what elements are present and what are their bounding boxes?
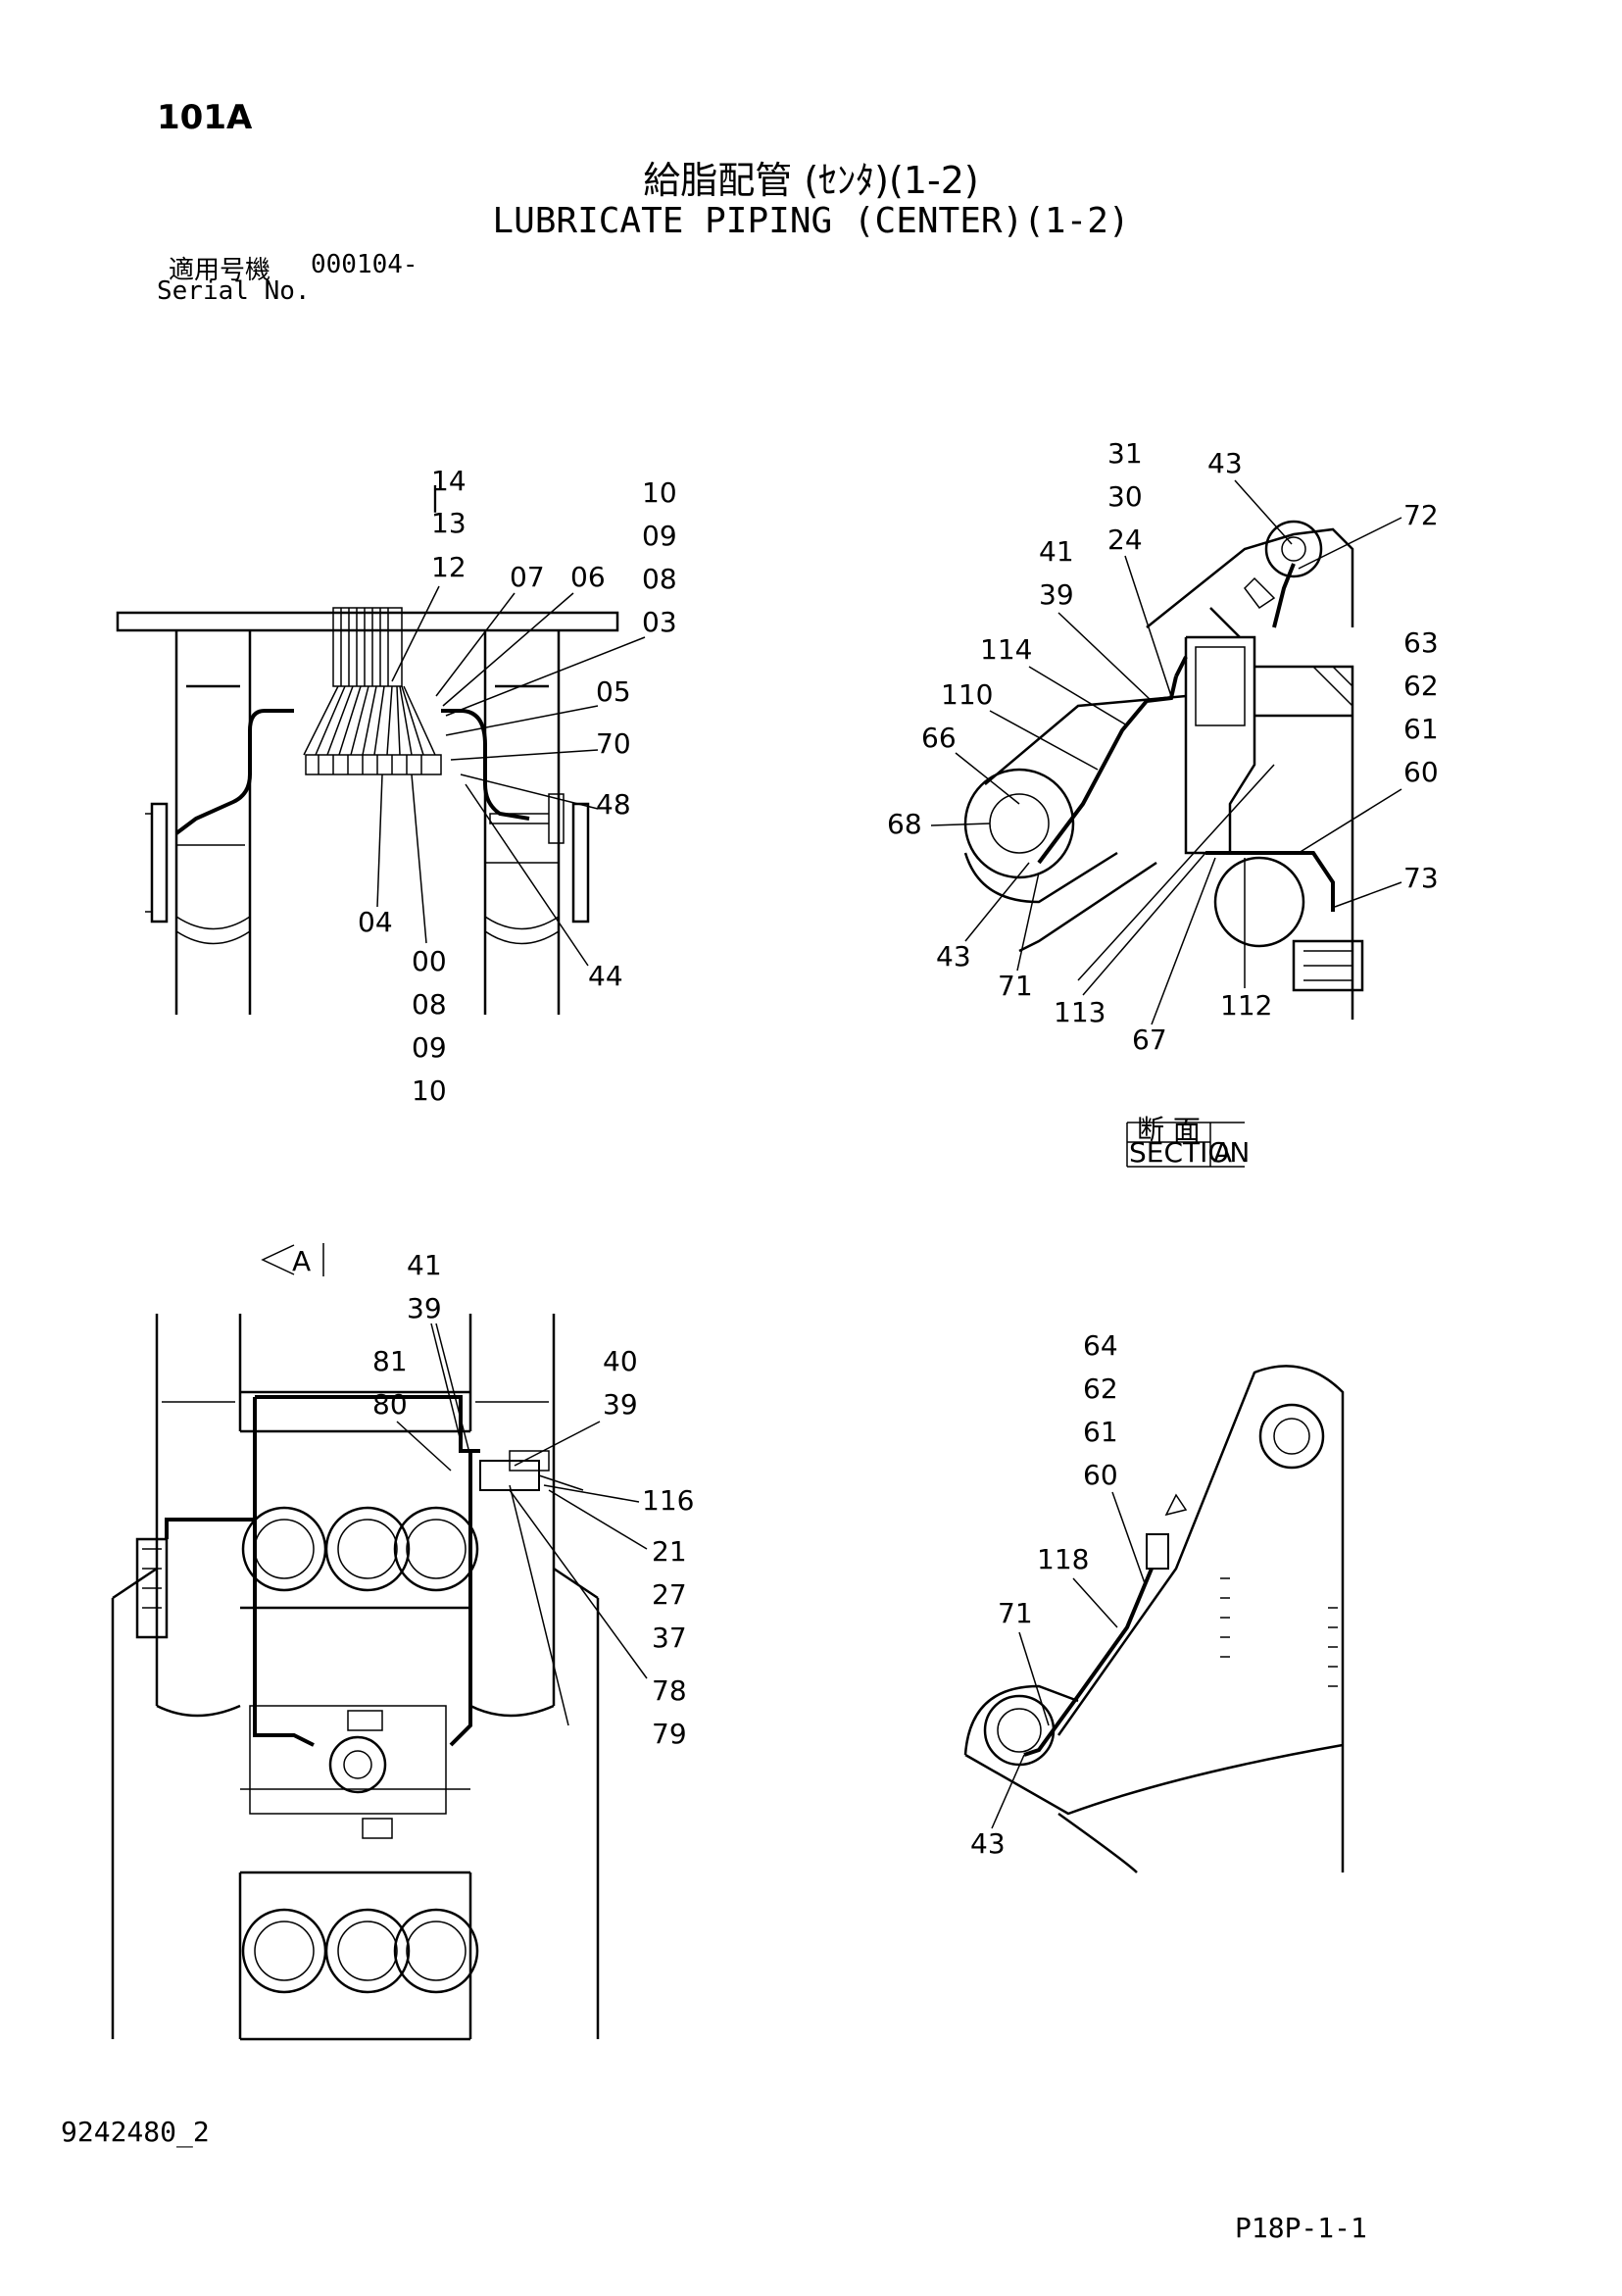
document-number: 9242480_2 [61, 2116, 210, 2148]
callout: 71 [998, 1597, 1033, 1629]
callout: 81 [372, 1345, 408, 1377]
callout: 62 [1083, 1373, 1118, 1405]
callout: 80 [372, 1388, 408, 1421]
callout: 13 [431, 507, 467, 539]
callout: 68 [887, 808, 922, 840]
callout: 61 [1083, 1416, 1118, 1448]
callout: 39 [1039, 578, 1074, 611]
callout: 43 [970, 1827, 1006, 1860]
callout: 118 [1037, 1543, 1089, 1575]
callout: 07 [510, 561, 545, 593]
callout: 03 [642, 606, 677, 638]
svg-text:|: | [430, 480, 439, 513]
view-4-side-view [963, 1365, 1345, 1873]
callout: 61 [1403, 713, 1439, 745]
callout: 30 [1107, 480, 1143, 513]
callout: 39 [407, 1292, 442, 1324]
callout: 04 [358, 906, 393, 938]
callout: 40 [603, 1345, 638, 1377]
view-2-side-view [963, 520, 1364, 1020]
callout: 00 [412, 945, 447, 977]
callout: 79 [652, 1718, 687, 1750]
section-jp: 断 面 [1137, 1114, 1201, 1146]
callout: 41 [407, 1249, 442, 1281]
callout: 08 [642, 563, 677, 595]
title-english: LUBRICATE PIPING (CENTER)(1-2) [492, 201, 1130, 241]
callout: 10 [412, 1074, 447, 1107]
callout: 62 [1403, 670, 1439, 702]
callout: 116 [642, 1484, 694, 1517]
callout: 37 [652, 1622, 687, 1654]
callout: 114 [980, 633, 1032, 666]
serial-value: 000104- [311, 250, 418, 279]
page-reference: P18P-1-1 [1235, 2212, 1367, 2244]
serial-label-japanese: 適用号機 [169, 256, 271, 285]
serial-label-english: Serial No. [157, 276, 311, 306]
callout: 78 [652, 1674, 687, 1707]
section-en: SECTION [1129, 1136, 1250, 1169]
callout: 113 [1054, 996, 1106, 1028]
callout: 66 [921, 722, 957, 754]
callout: 10 [642, 476, 677, 509]
section-letter: A [1213, 1136, 1232, 1169]
callout: 72 [1403, 499, 1439, 531]
callout: 24 [1107, 524, 1143, 556]
callout: 64 [1083, 1329, 1118, 1362]
callout: 60 [1403, 756, 1439, 788]
callout: 09 [642, 520, 677, 552]
callout: 31 [1107, 437, 1143, 470]
callout: 67 [1132, 1023, 1167, 1056]
callout: 09 [412, 1031, 447, 1064]
callout: 48 [596, 788, 631, 821]
view-2-callouts: 31 30 24 43 72 41 39 114 110 66 68 63 62… [887, 437, 1439, 1056]
view-1-callouts: 14 | 13 12 07 06 10 09 08 03 05 70 48 04… [358, 465, 677, 1107]
callout: 05 [596, 675, 631, 708]
callout: 12 [431, 551, 467, 583]
view-4-callouts: 64 62 61 60 118 71 43 [970, 1329, 1146, 1860]
section-a-label: 断 面 SECTION A [1126, 1114, 1250, 1169]
view-3-callouts: 41 39 81 80 40 39 116 21 27 37 78 79 [372, 1249, 694, 1750]
callout: 60 [1083, 1459, 1118, 1491]
callout: 71 [998, 970, 1033, 1002]
view-3-front-view: A [111, 1243, 600, 2041]
callout: 08 [412, 988, 447, 1021]
callout: 110 [941, 678, 993, 711]
title-japanese: 給脂配管 (ｾﾝﾀ)(1-2) [643, 159, 979, 202]
callout: 41 [1039, 535, 1074, 568]
callout: 43 [1207, 447, 1243, 479]
callout: 39 [603, 1388, 638, 1421]
callout: 27 [652, 1578, 687, 1611]
page-code: 101A [157, 98, 253, 137]
callout: 70 [596, 727, 631, 760]
view-marker-letter: A [292, 1245, 311, 1277]
callout: 44 [588, 960, 623, 992]
callout: 43 [936, 940, 971, 973]
view-1-top-view [116, 607, 619, 1015]
callout: 14 [431, 465, 467, 497]
callout: 21 [652, 1535, 687, 1568]
callout: 06 [570, 561, 606, 593]
callout: 112 [1220, 989, 1272, 1022]
callout: 73 [1403, 862, 1439, 894]
callout: 63 [1403, 626, 1439, 659]
